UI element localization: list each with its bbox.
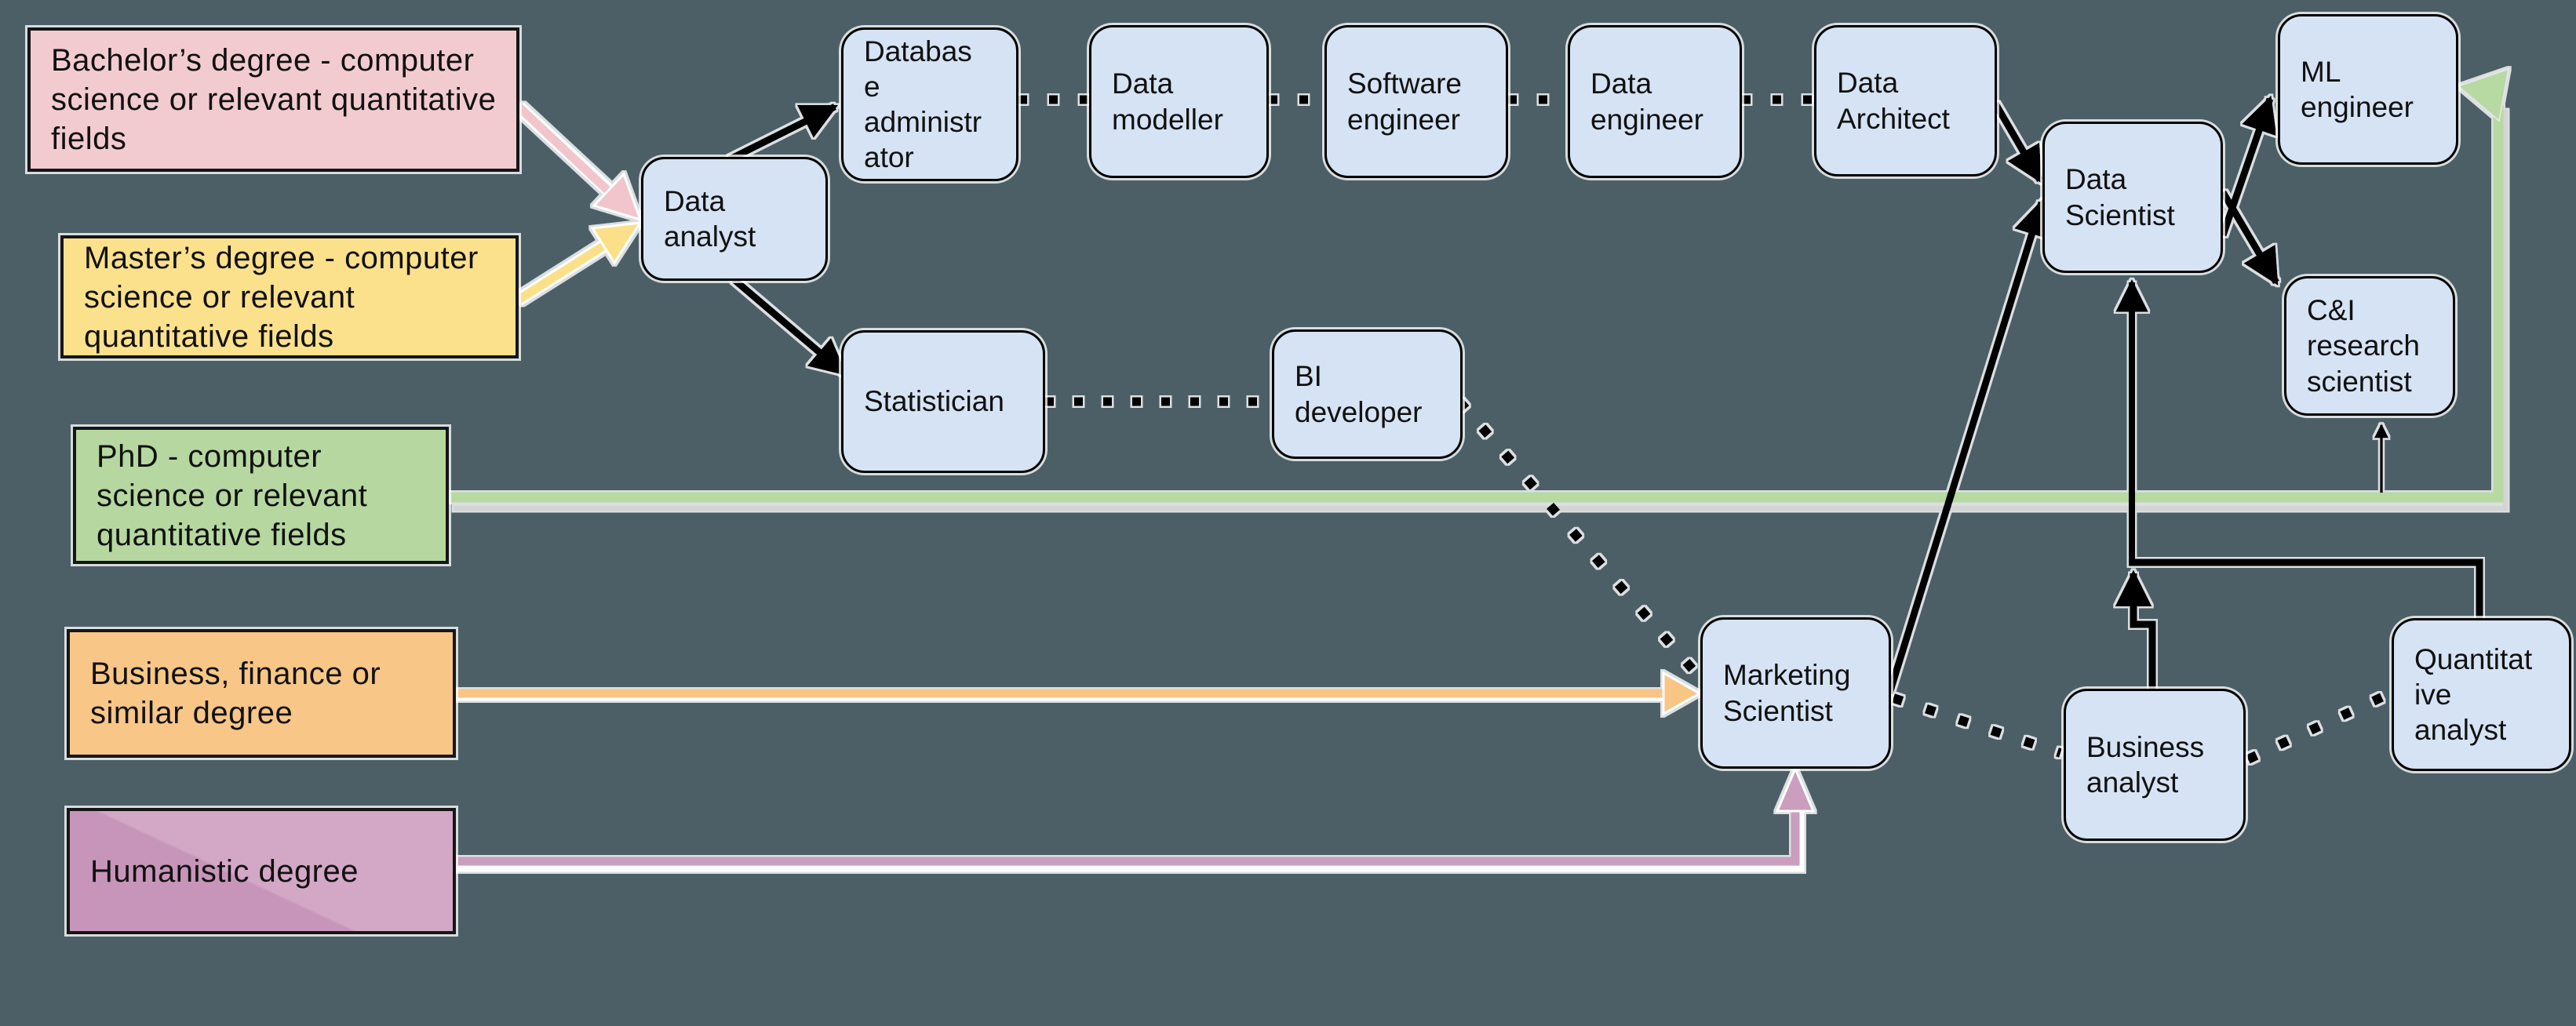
edge-quant-analyst-elbow xyxy=(2129,558,2483,618)
edge-data-scientist-to-ml-engineer xyxy=(2219,95,2277,237)
edge-marketing-business-analyst-dotted xyxy=(1892,693,2062,758)
role-box-bi-developer: BI developer xyxy=(1272,329,1463,459)
degree-box-phd: PhD - computer science or relevant quant… xyxy=(73,427,449,564)
degree-box-bachelor: Bachelor’s degree - computer science or … xyxy=(27,27,519,172)
edge-data-analyst-to-dba xyxy=(727,103,839,163)
edge-architect-to-data-scientist xyxy=(1992,101,2043,184)
degree-box-humanistic: Humanistic degree xyxy=(67,808,456,934)
edge-master-to-data-analyst xyxy=(516,242,607,304)
degree-box-business: Business, finance or similar degree xyxy=(67,629,456,758)
edge-master-arrowhead xyxy=(590,221,643,265)
edge-bachelor-arrowhead xyxy=(592,172,643,222)
role-box-ci-research-scientist: C&I research scientist xyxy=(2284,276,2455,416)
edge-business-analyst-quant-dotted xyxy=(2246,689,2392,764)
edge-business-arrowhead xyxy=(1662,671,1703,716)
role-box-statistician: Statistician xyxy=(841,330,1045,473)
role-box-marketing-scientist: Marketing Scientist xyxy=(1700,617,1891,769)
degree-box-master: Master’s degree - computer science or re… xyxy=(60,235,519,358)
role-box-data-scientist: Data Scientist xyxy=(2042,122,2223,273)
edge-humanistic-to-marketing xyxy=(456,810,1800,866)
role-box-data-analyst: Data analyst xyxy=(641,157,828,281)
edge-phd-shadow xyxy=(454,110,2508,511)
edge-bi-marketing-dotted xyxy=(1456,398,1701,678)
role-box-ml-engineer: ML engineer xyxy=(2278,14,2458,165)
role-box-software-engineer: Software engineer xyxy=(1324,25,1508,178)
role-box-data-engineer: Data engineer xyxy=(1568,25,1742,178)
role-box-data-architect: Data Architect xyxy=(1814,25,1997,176)
edge-data-scientist-to-ci-research xyxy=(2220,190,2279,286)
role-box-data-modeller: Data modeller xyxy=(1089,25,1269,178)
edge-bachelor-to-data-analyst xyxy=(516,104,614,198)
role-box-quantitative-analyst: Quantitat ive analyst xyxy=(2392,618,2571,771)
edge-data-analyst-to-statistician xyxy=(731,276,847,377)
edge-marketing-to-data-scientist xyxy=(1886,198,2050,695)
role-box-business-analyst: Business analyst xyxy=(2064,689,2246,841)
edge-business-analyst-up xyxy=(2115,569,2156,689)
edge-humanistic-arrowhead xyxy=(1775,766,1816,813)
role-box-database-administrator: Databas e administr ator xyxy=(841,27,1018,181)
edge-phd-to-ml-engineer xyxy=(447,105,2504,503)
edge-phd-arrowhead xyxy=(2457,67,2510,122)
